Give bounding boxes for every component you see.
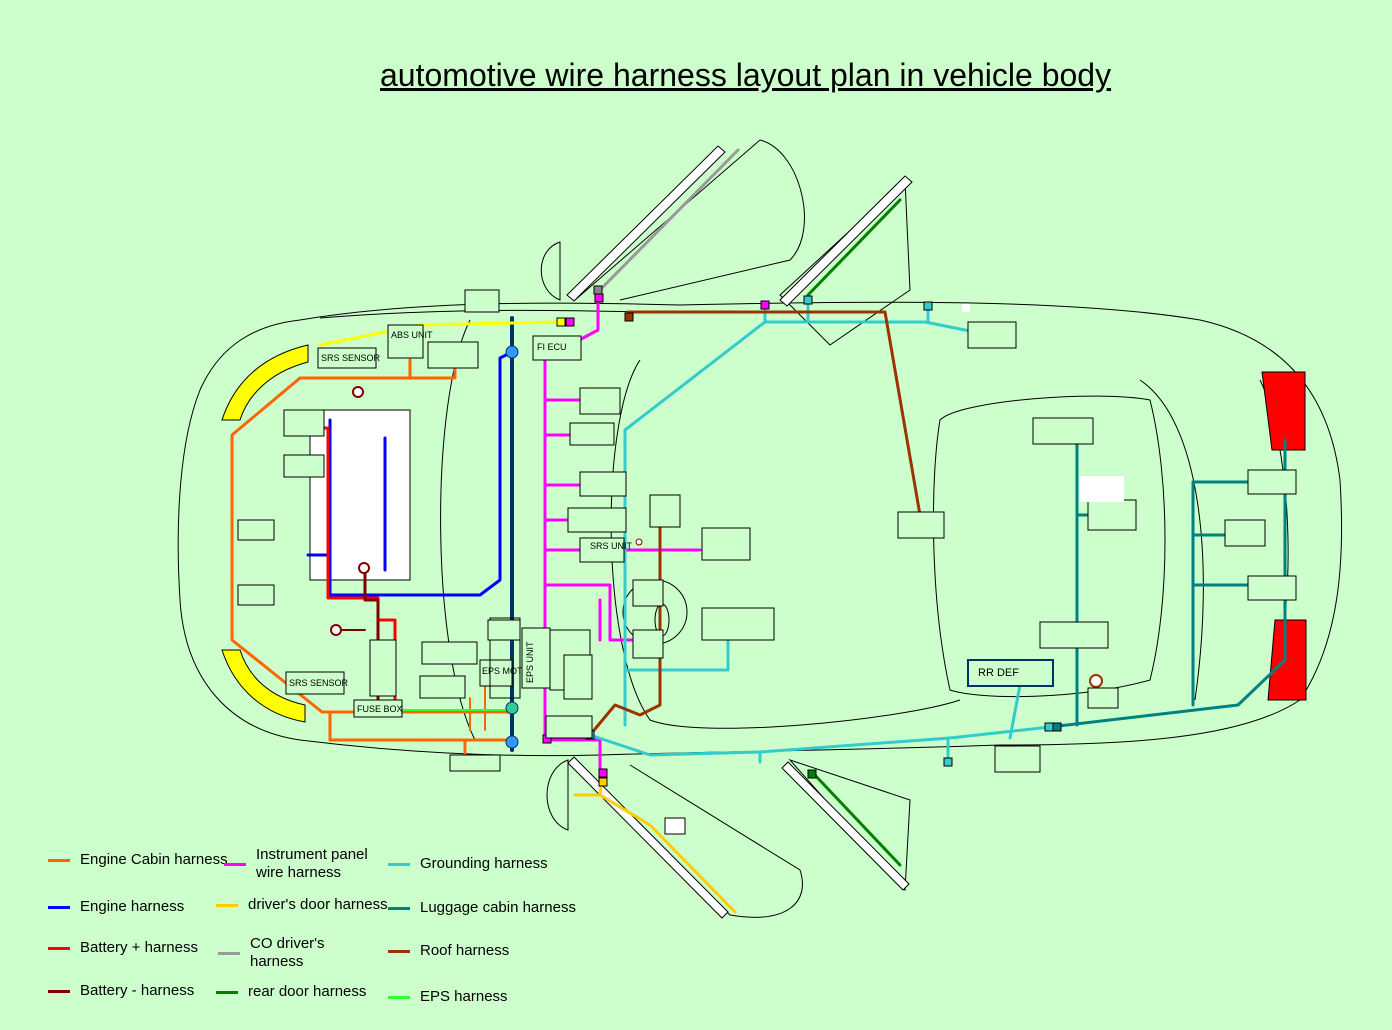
- legend-swatch: [218, 951, 240, 955]
- svg-text:RR DEF: RR DEF: [978, 667, 1019, 679]
- svg-text:SRS SENSOR: SRS SENSOR: [289, 678, 349, 688]
- legend-swatch: [388, 995, 410, 999]
- legend-swatch: [48, 905, 70, 909]
- meter-box: [563, 654, 593, 700]
- legend-swatch: [216, 903, 238, 907]
- eps-unit-label: EPS UNIT: [521, 627, 551, 689]
- svg-text:EPS UNIT: EPS UNIT: [525, 641, 535, 683]
- fuse-box-label: FUSE BOX: [353, 699, 403, 718]
- blower-box: [569, 422, 615, 446]
- legend-swatch: [48, 858, 70, 862]
- svg-text:SRS UNIT: SRS UNIT: [590, 541, 633, 551]
- white-marker: [1080, 476, 1124, 502]
- legend-battery-minus: Battery - harness: [48, 982, 194, 1000]
- instrument-fuse-box: [545, 715, 593, 739]
- abs-fluid-box: [421, 641, 478, 665]
- dome-light-box: [649, 494, 681, 528]
- rear-ground-box: [1087, 687, 1119, 709]
- legend-swatch: [48, 989, 70, 993]
- rr-def-label: RR DEF: [967, 659, 1054, 687]
- high-brake-lamp-box: [1087, 499, 1137, 531]
- legend-rear-door: rear door harness: [216, 983, 366, 1001]
- harness-routes: [230, 148, 1287, 914]
- legend-swatch: [216, 990, 238, 994]
- legend-swatch: [224, 862, 246, 866]
- legend-swatch: [388, 862, 410, 866]
- seatbelt-switch-box: [701, 607, 775, 641]
- horn-box: [237, 584, 275, 606]
- speaker-rear-box: [1039, 621, 1109, 649]
- legend-engine: Engine harness: [48, 898, 184, 916]
- svg-text:FUSE BOX: FUSE BOX: [357, 704, 403, 714]
- turn-lamp-front-box: [464, 289, 500, 313]
- page-title: automotive wire harness layout plan in v…: [380, 57, 1112, 93]
- ac-switch-box: [567, 507, 627, 533]
- fan-box: [237, 519, 275, 541]
- svg-text:FI ECU: FI ECU: [537, 342, 567, 352]
- speed-sensor-front-box: [427, 341, 479, 369]
- radio-box: [579, 471, 627, 497]
- legend-swatch: [48, 946, 70, 950]
- alternator-box: [283, 409, 325, 437]
- combo-switch-box: [632, 629, 664, 659]
- srs-sensor-front-label: SRS SENSOR: [317, 347, 381, 369]
- speed-sensor-lower-box: [419, 675, 466, 699]
- door-lock-rear-box: [1224, 519, 1266, 547]
- legend-co-driver: CO driver's harness: [218, 935, 345, 971]
- srs-sensor-rear-label: SRS SENSOR: [285, 671, 349, 695]
- main-door-switch-box: [664, 817, 686, 835]
- speaker-front-box: [1032, 417, 1094, 445]
- legend-swatch: [388, 949, 410, 953]
- srs-unit-label: SRS UNIT: [579, 537, 633, 563]
- license-lamp-upper-box: [1247, 469, 1297, 495]
- airbag-box: [579, 387, 621, 415]
- connector-markers: [330, 285, 1103, 787]
- rain-sensor-box: [487, 619, 521, 641]
- legend-swatch: [388, 906, 410, 910]
- legend-drivers-door: driver's door harness: [216, 896, 388, 914]
- speed-sensor-rear-upper-box: [967, 321, 1017, 349]
- legend-battery-plus: Battery + harness: [48, 939, 198, 957]
- component-labels: SRS SENSOR ABS UNIT FI ECU SRS SENSOR FU…: [237, 289, 1297, 835]
- battery-box: [369, 639, 397, 697]
- antenna-box: [897, 511, 945, 539]
- front-bumper-pads: [221, 344, 309, 723]
- fuel-pump-box: [701, 527, 751, 561]
- legend-roof: Roof harness: [388, 942, 509, 960]
- fi-ecu-label: FI ECU: [532, 335, 582, 361]
- steering-bracket: [489, 617, 521, 699]
- legend-eps: EPS harness: [388, 988, 508, 1006]
- door-glass-bars: [566, 145, 913, 919]
- turn-lamp-rear-box: [449, 754, 501, 772]
- svg-text:EPS MOTOR: EPS MOTOR: [482, 666, 536, 676]
- svg-text:SRS SENSOR: SRS SENSOR: [321, 353, 381, 363]
- legend-engine-cabin: Engine Cabin harness: [48, 851, 228, 869]
- starter-box: [283, 454, 325, 478]
- eps-motor-label: EPS MOTOR: [479, 659, 536, 687]
- license-lamp-lower-box: [1247, 575, 1297, 601]
- legend-grounding: Grounding harness: [388, 855, 548, 873]
- legend-instrument-panel: Instrument panel wire harness: [224, 846, 386, 882]
- white-marker-small: [962, 304, 970, 312]
- rear-lamps: [1261, 371, 1307, 701]
- legend-luggage-cabin: Luggage cabin harness: [388, 899, 576, 917]
- abs-unit-label: ABS UNIT: [387, 324, 433, 359]
- airbag-wheel-box: [632, 579, 664, 607]
- svg-text:ABS UNIT: ABS UNIT: [391, 330, 433, 340]
- speed-sensor-rear-lower-box: [994, 745, 1041, 773]
